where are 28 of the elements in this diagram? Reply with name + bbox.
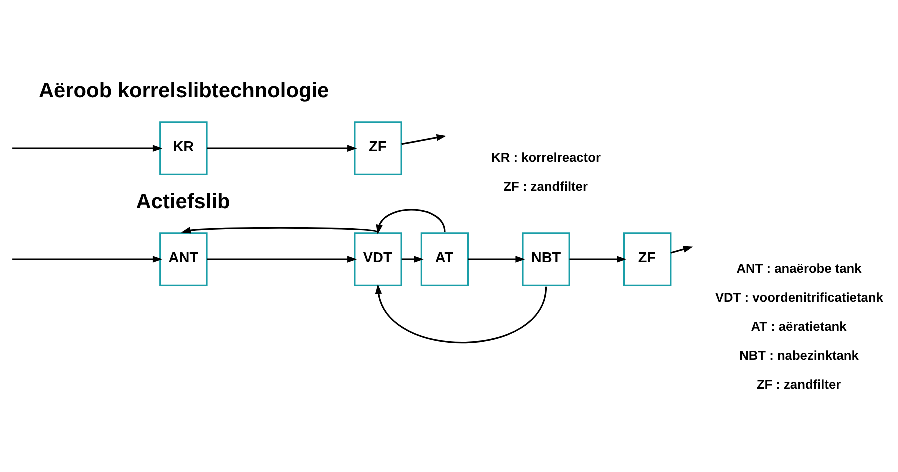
label: Aëroob korrelslibtechnologie <box>38 79 330 102</box>
arrow <box>670 246 694 254</box>
arrow <box>12 256 163 263</box>
label: KR : korrelreactor <box>492 150 601 166</box>
node-box: VDT <box>354 232 402 286</box>
node-box: AT <box>420 232 470 286</box>
label: ZF : zandfilter <box>756 376 842 392</box>
arrow <box>570 256 627 263</box>
label: ZF : zandfilter <box>504 179 588 194</box>
node-box: ANT <box>160 232 208 286</box>
arrow <box>181 227 379 234</box>
arrow <box>402 134 446 146</box>
arrow <box>12 145 163 152</box>
label: VDT : voordenitrificatietank <box>715 290 884 305</box>
arrow <box>207 256 358 263</box>
label: Actiefslib <box>136 190 230 214</box>
label: AT : aëratietank <box>751 318 847 334</box>
label: ANT : anaërobe tank <box>736 261 862 276</box>
node-box: NBT <box>522 232 570 286</box>
arrow <box>207 145 358 152</box>
label: NBT : nabezinktank <box>740 348 859 363</box>
node-box: ZF <box>354 122 402 176</box>
arrow <box>468 256 526 263</box>
arrow <box>402 256 424 263</box>
node-box: ZF <box>623 232 672 286</box>
arrow <box>376 209 446 235</box>
arrow <box>375 284 548 344</box>
node-box: KR <box>160 122 208 176</box>
